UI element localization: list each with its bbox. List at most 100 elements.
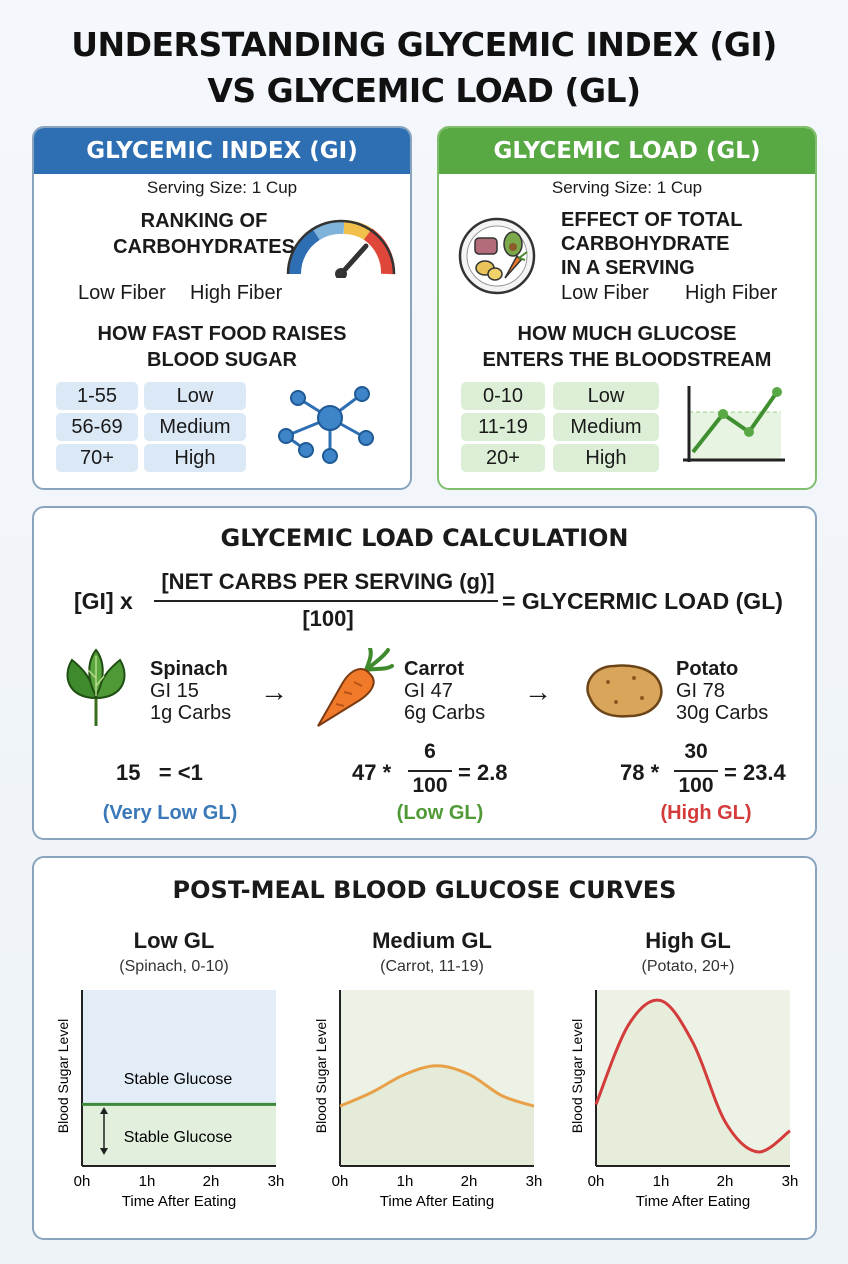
gl-fiber-low: Low Fiber [561, 282, 649, 304]
high-gl-title: High GL [645, 928, 731, 953]
potato-eq-bar [674, 770, 718, 772]
low-xlabel: Time After Eating [122, 1193, 237, 1210]
medium-gl-sub: (Carrot, 11-19) [380, 958, 484, 975]
spinach-gi: GI 15 [150, 680, 199, 702]
medium-gl-fill [340, 1065, 534, 1166]
plate-icon [458, 217, 536, 295]
high-tick-0h: 0h [588, 1173, 605, 1190]
medium-ylabel: Blood Sugar Level [313, 1019, 329, 1133]
medium-gl-curve [339, 1064, 535, 1108]
gi-level-3: High [144, 444, 246, 472]
carrot-eq-bar [408, 770, 452, 772]
low-tick-3h: 3h [268, 1173, 285, 1190]
high-gl-chart: Blood Sugar Level 0h 1h 2h 3h Time After… [569, 990, 799, 1210]
label-low: (Low GL) [396, 802, 484, 824]
curves-title: POST-MEAL BLOOD GLUCOSE CURVES [172, 876, 677, 904]
carrot-carbs: 6g Carbs [404, 702, 486, 724]
spinach-name: Spinach [150, 658, 228, 680]
potato-name: Potato [676, 658, 739, 680]
carrot-eq-result: = 2.8 [458, 760, 508, 785]
curves-panel: POST-MEAL BLOOD GLUCOSE CURVES Low GL (S… [32, 856, 817, 1240]
high-xlabel: Time After Eating [636, 1193, 751, 1210]
gi-fiber-high: High Fiber [190, 282, 283, 304]
potato-carbs: 30g Carbs [676, 702, 769, 724]
calc-panel: GLYCEMIC LOAD CALCULATION [GI] x [NET CA… [32, 506, 817, 840]
medium-gl-title: Medium GL [372, 928, 492, 953]
gl-serving: Serving Size: 1 Cup [551, 178, 703, 197]
label-very-low: (Very Low GL) [102, 802, 238, 824]
low-tick-0h: 0h [74, 1173, 91, 1190]
formula-bar [154, 600, 498, 602]
high-tick-1h: 1h [653, 1173, 670, 1190]
gi-range-3: 70+ [56, 444, 138, 472]
potato-icon [586, 664, 663, 718]
rising-chart-icon [683, 386, 785, 462]
potato-eq-result: = 23.4 [724, 760, 786, 785]
formula-numerator: [NET CARBS PER SERVING (g)] [161, 569, 495, 594]
gl-panel: GLYCEMIC LOAD (GL) Serving Size: 1 Cup E… [437, 126, 817, 490]
gl-header: GLYCEMIC LOAD (GL) [439, 128, 815, 174]
gi-header: GLYCEMIC INDEX (GI) [34, 128, 410, 174]
page-title: UNDERSTANDING GLYCEMIC INDEX (GI)VS GLYC… [71, 25, 777, 110]
molecule-icon [278, 386, 374, 464]
low-gl-chart: Blood Sugar Level Stable Glucose Stable … [55, 990, 285, 1210]
medium-gl-chart: Blood Sugar Level 0h 1h 2h 3h Time After… [313, 990, 543, 1210]
potato-eq-pre: 78 * [620, 760, 660, 785]
potato-eq-den: 100 [678, 774, 714, 797]
low-tick-1h: 1h [139, 1173, 156, 1190]
gl-fiber-high: High Fiber [685, 282, 778, 304]
medium-xlabel: Time After Eating [380, 1193, 495, 1210]
spinach-carbs: 1g Carbs [150, 702, 232, 724]
low-tick-2h: 2h [203, 1173, 220, 1190]
gi-serving: Serving Size: 1 Cup [146, 178, 298, 197]
gl-range-2: 11-19 [461, 413, 545, 441]
carrot-icon [317, 648, 394, 727]
medium-tick-0h: 0h [332, 1173, 349, 1190]
stable-range-arrow [100, 1107, 108, 1155]
high-tick-2h: 2h [717, 1173, 734, 1190]
carrot-gi: GI 47 [404, 680, 453, 702]
low-ylabel: Blood Sugar Level [55, 1019, 71, 1133]
food-spinach: Spinach GI 15 1g Carbs [150, 658, 231, 724]
arrow-2: → [524, 676, 552, 707]
gi-fiber-low: Low Fiber [78, 282, 166, 304]
gauge-icon [286, 219, 396, 278]
high-ylabel: Blood Sugar Level [569, 1019, 585, 1133]
gl-level-2: Medium [553, 413, 659, 441]
medium-tick-2h: 2h [461, 1173, 478, 1190]
carrot-eq-num: 6 [424, 740, 436, 763]
formula-denominator: [100] [302, 606, 354, 631]
carrot-eq-pre: 47 * [352, 760, 392, 785]
potato-gi: GI 78 [676, 680, 725, 702]
stable-glucose-top: Stable Glucose [124, 1071, 233, 1088]
stable-glucose-bottom: Stable Glucose [124, 1129, 233, 1146]
gl-range-1: 0-10 [461, 382, 545, 410]
gl-level-3: High [553, 444, 659, 472]
calc-title: GLYCEMIC LOAD CALCULATION [220, 524, 629, 552]
high-tick-3h: 3h [782, 1173, 799, 1190]
gi-panel: GLYCEMIC INDEX (GI) Serving Size: 1 Cup … [32, 126, 412, 490]
food-carrot: Carrot GI 47 6g Carbs [404, 658, 485, 724]
gl-level-1: Low [553, 382, 659, 410]
formula-right: = GLYCERMIC LOAD (GL) [502, 588, 783, 614]
gi-level-2: Medium [144, 413, 246, 441]
potato-eq-num: 30 [684, 740, 708, 763]
formula-left: [GI] x [74, 588, 133, 614]
gl-range-3: 20+ [461, 444, 545, 472]
gi-range-1: 1-55 [56, 382, 138, 410]
carrot-eq-den: 100 [412, 774, 448, 797]
gi-level-1: Low [144, 382, 246, 410]
spinach-equation: 15 = <1 [116, 760, 203, 785]
low-gl-title: Low GL [133, 928, 215, 953]
spinach-icon [66, 648, 126, 726]
medium-tick-3h: 3h [526, 1173, 543, 1190]
gi-range-2: 56-69 [56, 413, 138, 441]
medium-tick-1h: 1h [397, 1173, 414, 1190]
carrot-name: Carrot [404, 658, 465, 680]
food-potato: Potato GI 78 30g Carbs [676, 658, 768, 724]
label-high: (High GL) [660, 802, 752, 824]
